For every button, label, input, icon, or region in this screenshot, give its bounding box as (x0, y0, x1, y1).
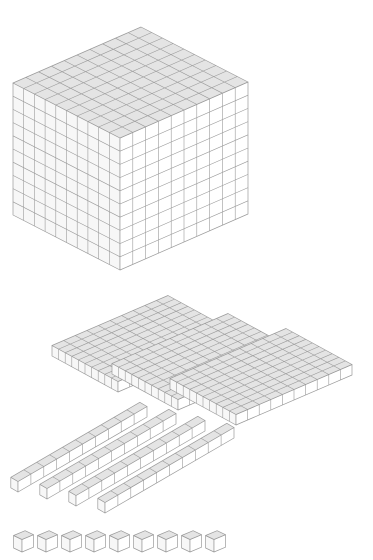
thousand-cube (13, 27, 248, 270)
hundred-flats (52, 296, 352, 426)
ten-rods (11, 402, 234, 513)
unit-cubes (14, 531, 226, 552)
